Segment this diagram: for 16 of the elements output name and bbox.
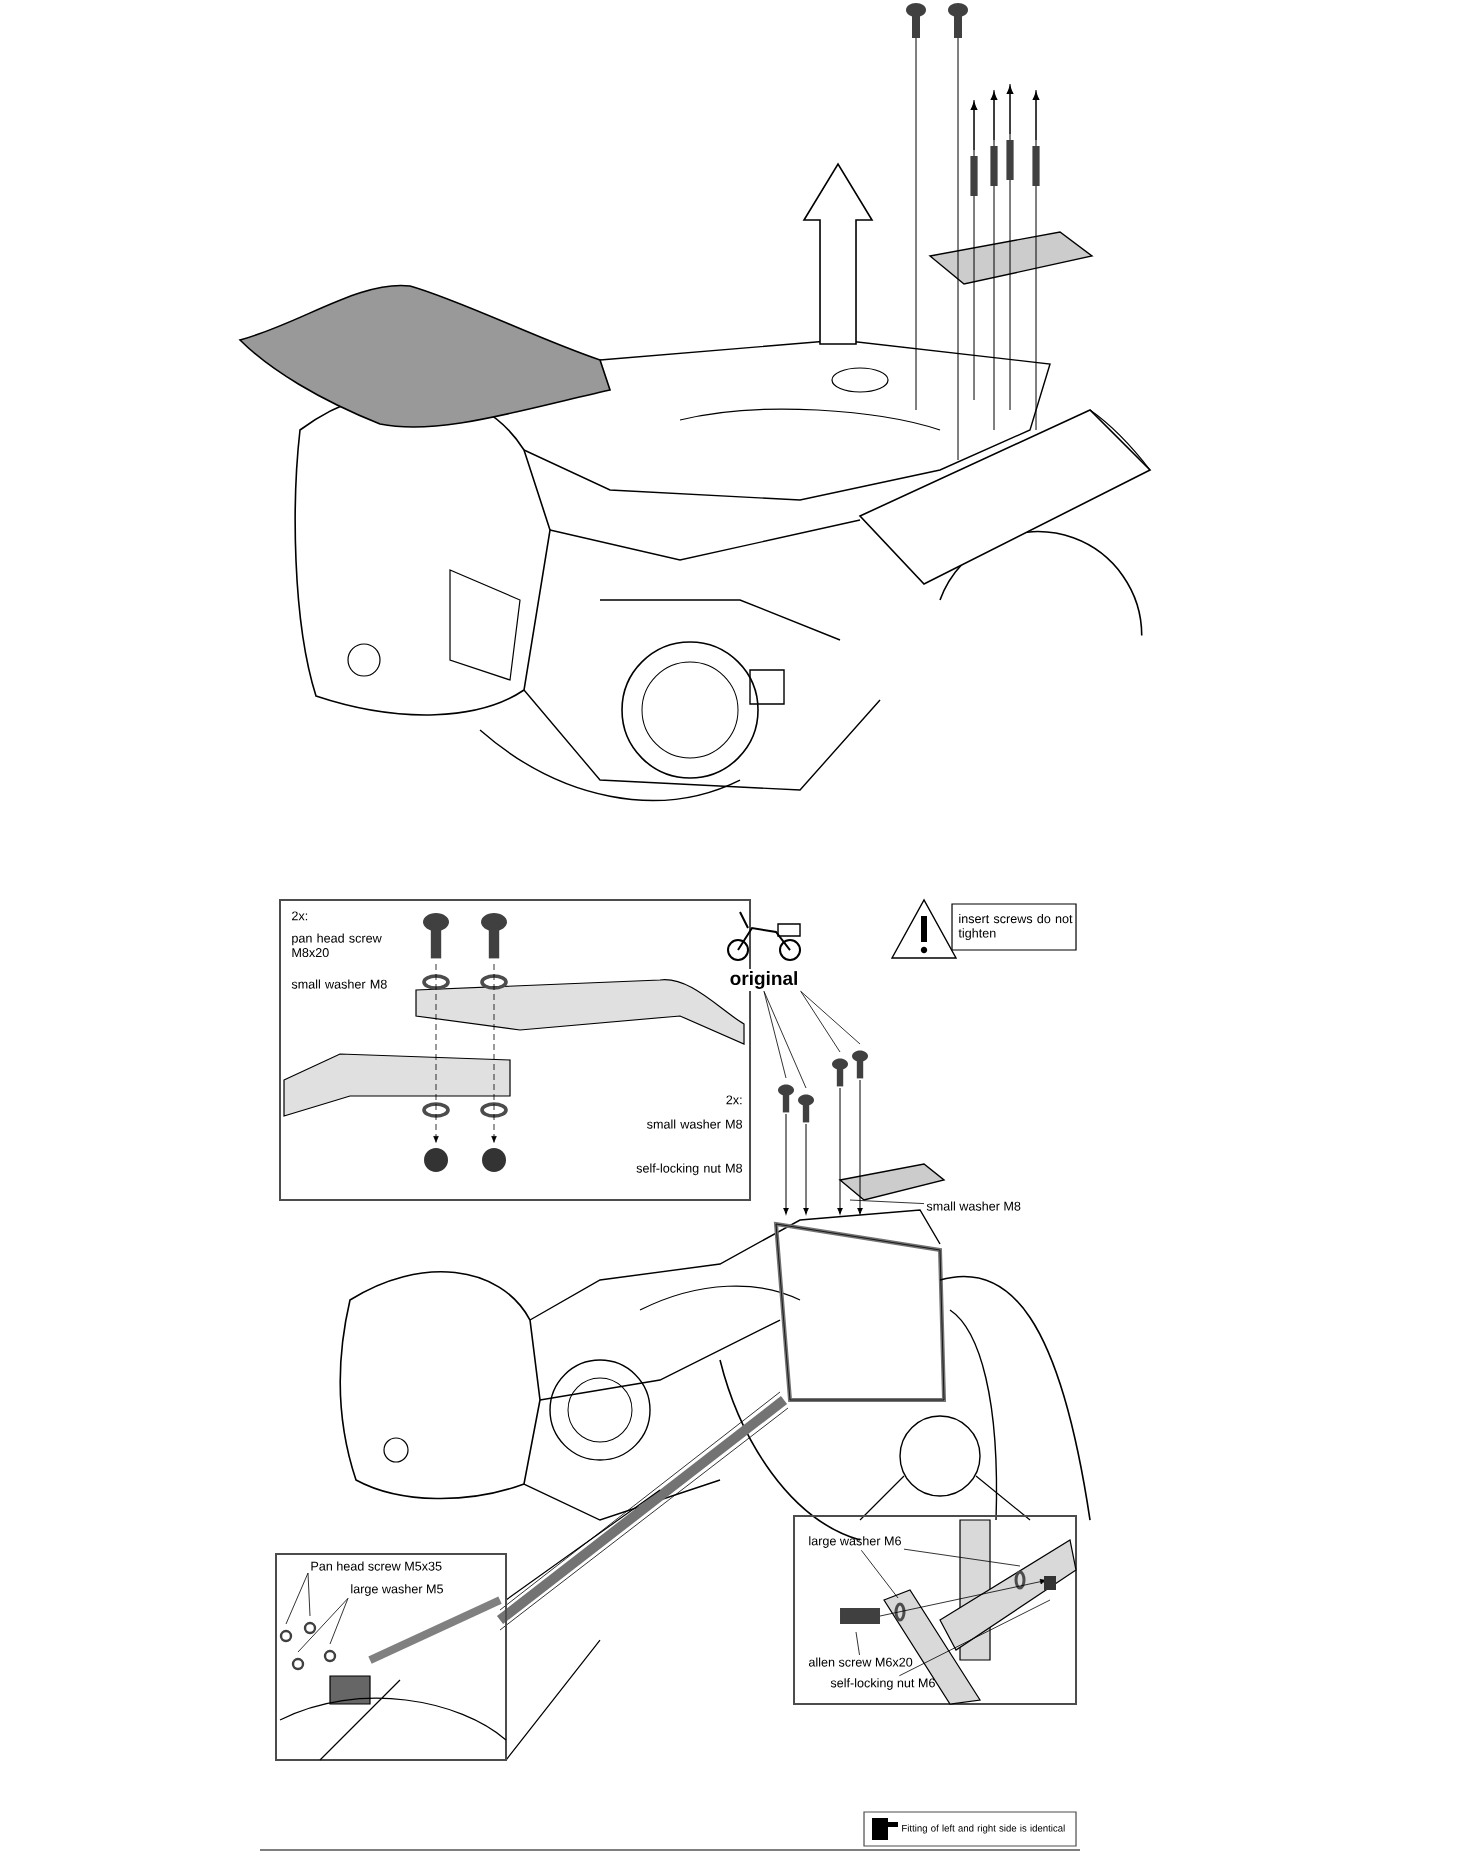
leader-line [800, 990, 861, 1045]
leader-line [855, 1631, 860, 1656]
leader-line [849, 1199, 925, 1204]
leader-line [763, 990, 787, 1079]
leader-line [800, 990, 841, 1053]
leader-line [763, 990, 807, 1089]
leader-line [903, 1548, 1021, 1567]
leader-line [860, 1549, 899, 1599]
leader-line [899, 1599, 1051, 1677]
leader-line [307, 1572, 311, 1617]
detail-inset [275, 1553, 507, 1761]
detail-inset [793, 1515, 1077, 1705]
leader-line [329, 1597, 349, 1645]
leader-line [297, 1597, 349, 1653]
leader-line [285, 1572, 309, 1625]
part-label: original [727, 969, 801, 991]
